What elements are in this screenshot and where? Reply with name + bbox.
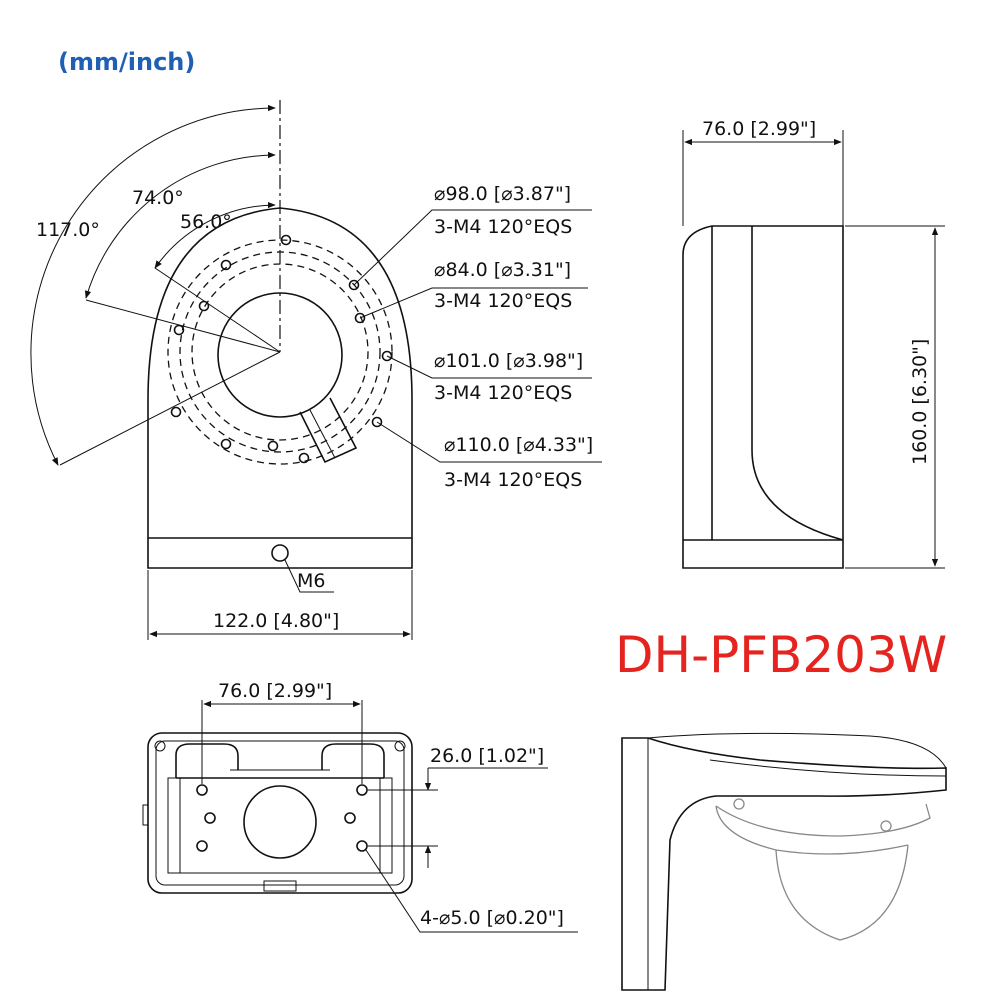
angle-arc-56 [154,201,276,269]
back-mount-holes [196,784,368,852]
angle-arc-117 [30,104,276,466]
model-name: DH-PFB203W [615,626,947,684]
back-hole-spacing-h: 76.0 [2.99"] [218,680,332,702]
hole-spec-84-diameter: ⌀84.0 [⌀3.31"] [434,259,571,281]
hole-spec-84-screw: 3-M4 120°EQS [434,290,572,312]
camera-dome-ring [715,803,931,837]
angle-117: 117.0° [36,219,100,241]
back-hole-spacing-v: 26.0 [1.02"] [430,745,544,767]
angle-74: 74.0° [132,187,184,209]
units-label: (mm/inch) [58,48,195,76]
hole-spec-98-screw: 3-M4 120°EQS [434,216,572,238]
back-cable-hole [243,785,317,859]
hole-spec-110-screw: 3-M4 120°EQS [444,469,582,491]
perspective-view [621,732,947,991]
back-plate-outline [147,732,413,894]
hole-spec-110-diameter: ⌀110.0 [⌀4.33"] [444,434,593,456]
cable-slot [299,397,358,464]
m6-screw-hole [271,544,289,562]
screw-label: M6 [297,570,325,592]
hole-spec-101-diameter: ⌀101.0 [⌀3.98"] [434,350,583,372]
front-view: 117.0° 74.0° 56.0° ⌀98.0 [⌀3.87"] 3-M4 1… [30,100,602,640]
side-view: 76.0 [2.99"] 160.0 [6.30"] [682,118,945,569]
camera-dome [775,844,909,941]
side-depth-label: 76.0 [2.99"] [702,118,816,140]
side-body-outline [682,225,844,569]
back-mount-holes-label: 4-⌀5.0 [⌀0.20"] [420,907,564,929]
angle-arc-74 [84,151,276,299]
angle-56: 56.0° [180,211,232,233]
front-width-label: 122.0 [4.80"] [213,610,339,632]
hole-spec-101-screw: 3-M4 120°EQS [434,382,572,404]
side-height-label: 160.0 [6.30"] [909,339,931,465]
back-view: 76.0 [2.99"] 26.0 [1.02"] 4-⌀5.0 [⌀0.20"… [142,680,578,933]
hole-spec-98-diameter: ⌀98.0 [⌀3.87"] [434,183,571,205]
